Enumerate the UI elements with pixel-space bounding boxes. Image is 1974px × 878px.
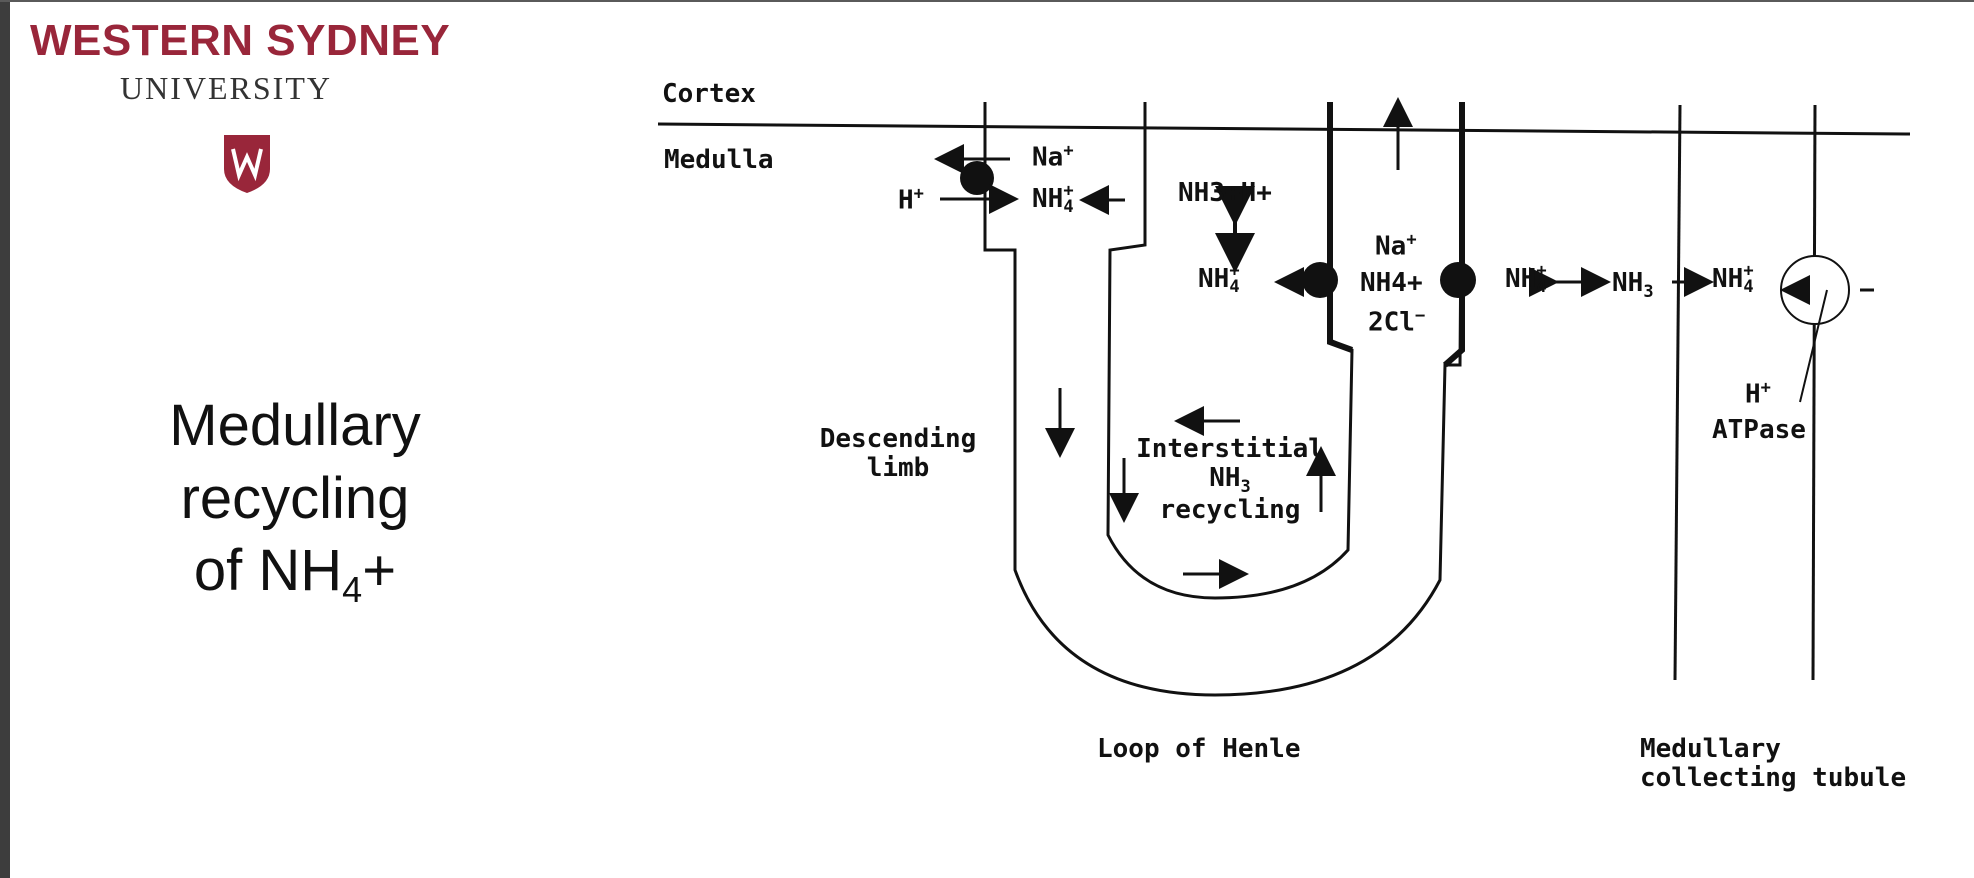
window-top-edge [0, 0, 1974, 2]
university-logo-subtext: UNIVERSITY [120, 70, 332, 106]
label-nh4-right-1: NH+4 [1505, 261, 1547, 297]
descending-limb-outer-wall [983, 101, 1464, 697]
label-h-plus-atpase: H+ [1745, 378, 1771, 410]
slide-title: Medullary recycling of NH4+ [110, 390, 480, 608]
window-left-edge [0, 0, 10, 878]
nkcc-pump-left [1302, 262, 1338, 298]
label-nh4-mid: NH+4 [1198, 261, 1240, 297]
label-2cl-minus: 2Cl− [1368, 306, 1426, 338]
slide-title-line-2: recycling [180, 465, 410, 531]
label-nh4-plus-thick: NH4+ [1360, 268, 1423, 298]
label-h-plus-left: H+ [898, 184, 924, 216]
slide-title-line-1: Medullary [169, 393, 421, 458]
label-descending-limb: Descending limb [819, 424, 977, 483]
label-nh4-left: NH+4 [1032, 181, 1074, 217]
nephron-diagram-drawing [657, 97, 1911, 697]
label-na-plus-thick: Na+ [1375, 230, 1417, 262]
university-shield-icon [224, 135, 270, 193]
descending-limb-inner-wall [1106, 102, 1354, 600]
h-atpase-leader-line [1799, 289, 1828, 403]
label-medulla: Medulla [664, 145, 774, 175]
label-loop-of-henle: Loop of Henle [1097, 734, 1301, 764]
label-nh3-h-plus: NH3+H+ [1178, 178, 1272, 208]
thick-ascending-limb-wall-left [1327, 102, 1354, 353]
collecting-tubule-wall-left [1673, 104, 1682, 681]
na-h-exchanger-pump [960, 161, 994, 195]
label-interstitial-recycling: Interstitial NH3 recycling [1136, 434, 1324, 526]
label-atpase: ATPase [1712, 415, 1806, 445]
nephron-diagram: Cortex Medulla Na+ H+ NH+4 NH3+H+ NH+4 N… [640, 80, 1920, 810]
collecting-tubule-wall-right [1811, 104, 1817, 681]
thick-ascending-limb-wall-right [1443, 102, 1465, 368]
university-logo-text: WESTERN SYDNEY [30, 16, 451, 65]
label-na-plus-top: Na+ [1032, 141, 1074, 173]
label-nh3-right: NH3 [1612, 268, 1654, 303]
label-medullary-collecting-tubule: Medullary collecting tubule [1640, 734, 1907, 793]
nkcc-pump-right [1440, 262, 1476, 298]
slide-title-line-3: of NH4+ [193, 538, 397, 610]
label-cortex: Cortex [662, 79, 756, 109]
cortex-medulla-boundary [657, 122, 1911, 136]
label-nh4-right-2: NH+4 [1712, 261, 1754, 297]
